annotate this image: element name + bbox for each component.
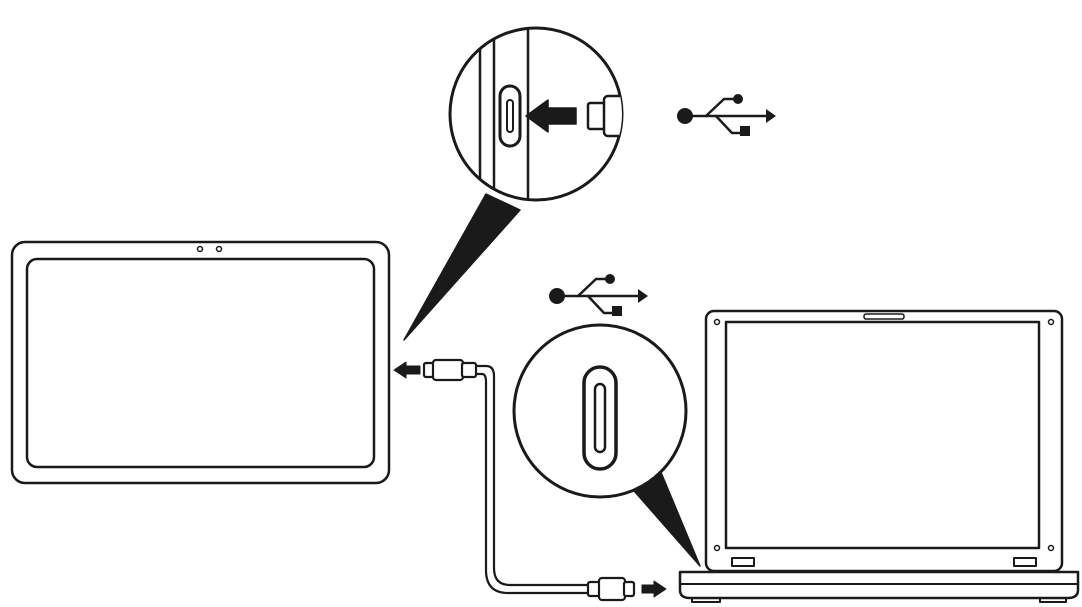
laptop-screen <box>724 320 1041 550</box>
laptop <box>678 309 1080 603</box>
usb-icon <box>549 274 648 316</box>
tablet-callout-pointer <box>403 193 521 341</box>
laptop-webcam <box>863 313 905 320</box>
laptop-lid <box>704 309 1064 573</box>
arrow-right-icon <box>641 580 667 598</box>
arrow-left-icon <box>393 361 421 379</box>
tablet-camera-icon <box>196 245 204 253</box>
tablet-port-zoom <box>448 26 624 202</box>
usb-c-cable <box>393 358 667 602</box>
tablet-screen <box>25 257 376 469</box>
tablet <box>10 240 391 485</box>
usb-icon <box>677 94 776 136</box>
usb-c-port-zoom <box>498 84 522 148</box>
tablet-sensor-icon <box>215 245 223 253</box>
tablet-body <box>10 240 391 485</box>
insert-arrow-icon <box>525 99 577 133</box>
usb-c-port-zoom <box>582 365 618 471</box>
laptop-port-zoom <box>512 323 688 499</box>
usb-c-plug-zoom <box>586 94 622 138</box>
